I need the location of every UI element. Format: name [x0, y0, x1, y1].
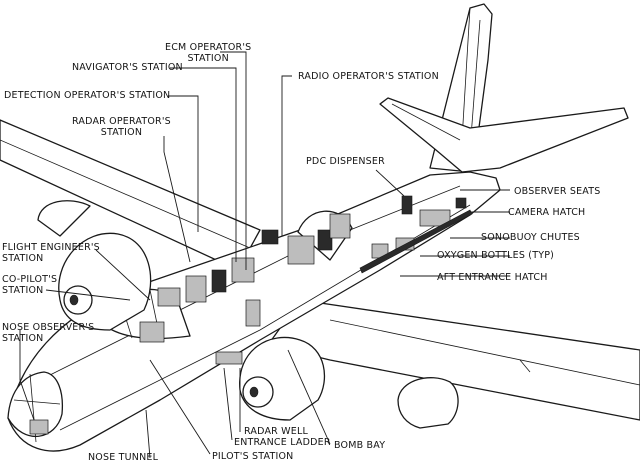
- label-nose-observer-station: NOSE OBSERVER'S STATION: [2, 322, 95, 344]
- left-wing: [267, 299, 640, 421]
- label-aft-entrance-hatch: AFT ENTRANCE HATCH: [437, 272, 548, 283]
- label-bomb-bay: BOMB BAY: [334, 440, 386, 451]
- interior-equipment: [29, 195, 467, 435]
- label-entrance-ladder: ENTRANCE LADDER: [234, 437, 331, 448]
- label-nose-tunnel: NOSE TUNNEL: [88, 452, 159, 463]
- engines: [37, 200, 459, 429]
- right-stabilizer: [379, 97, 629, 173]
- label-radio-operator-station: RADIO OPERATOR'S STATION: [298, 71, 439, 82]
- label-radar-operator-station: RADAR OPERATOR'S STATION: [72, 116, 171, 138]
- label-detection-operator-station: DETECTION OPERATOR'S STATION: [4, 90, 171, 101]
- label-navigator-station: NAVIGATOR'S STATION: [72, 62, 183, 73]
- label-flight-engineer-station: FLIGHT ENGINEER'S STATION: [2, 242, 100, 264]
- leader-lines: [19, 51, 510, 459]
- label-co-pilot-station: CO-PILOT'S STATION: [2, 274, 58, 296]
- label-sonobuoy-chutes: SONOBUOY CHUTES: [481, 232, 580, 243]
- label-observer-seats: OBSERVER SEATS: [514, 186, 601, 197]
- label-radar-well: RADAR WELL: [244, 426, 308, 437]
- label-camera-hatch: CAMERA HATCH: [508, 207, 586, 218]
- label-oxygen-bottles: OXYGEN BOTTLES (TYP): [437, 250, 555, 261]
- label-pilot-station: PILOT'S STATION: [212, 451, 294, 462]
- label-pdc-dispenser: PDC DISPENSER: [306, 156, 385, 167]
- label-ecm-operator-station: ECM OPERATOR'S STATION: [165, 42, 252, 64]
